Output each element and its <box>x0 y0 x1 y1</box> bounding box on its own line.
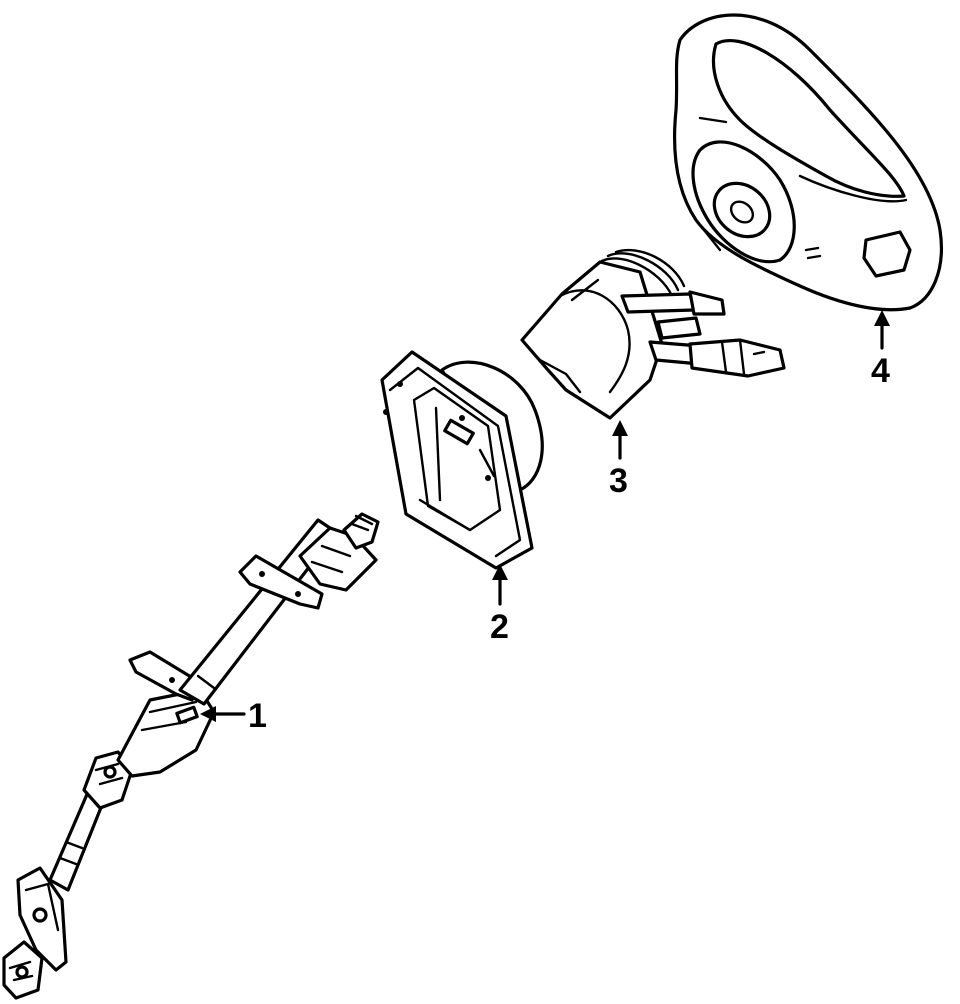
callout-1-label: 1 <box>248 697 267 735</box>
callout-4-label: 4 <box>871 352 890 390</box>
callout-1: 1 <box>200 697 267 735</box>
steering-column-part[interactable] <box>2 512 380 1000</box>
column-shroud-part[interactable] <box>380 350 544 570</box>
callout-3: 3 <box>609 420 628 500</box>
callout-3-label: 3 <box>609 462 628 500</box>
steering-wheel-part[interactable] <box>673 13 943 312</box>
combination-switch-part[interactable] <box>520 248 786 420</box>
callout-2-label: 2 <box>490 608 509 646</box>
callout-2: 2 <box>490 564 509 646</box>
callout-4: 4 <box>871 310 890 390</box>
